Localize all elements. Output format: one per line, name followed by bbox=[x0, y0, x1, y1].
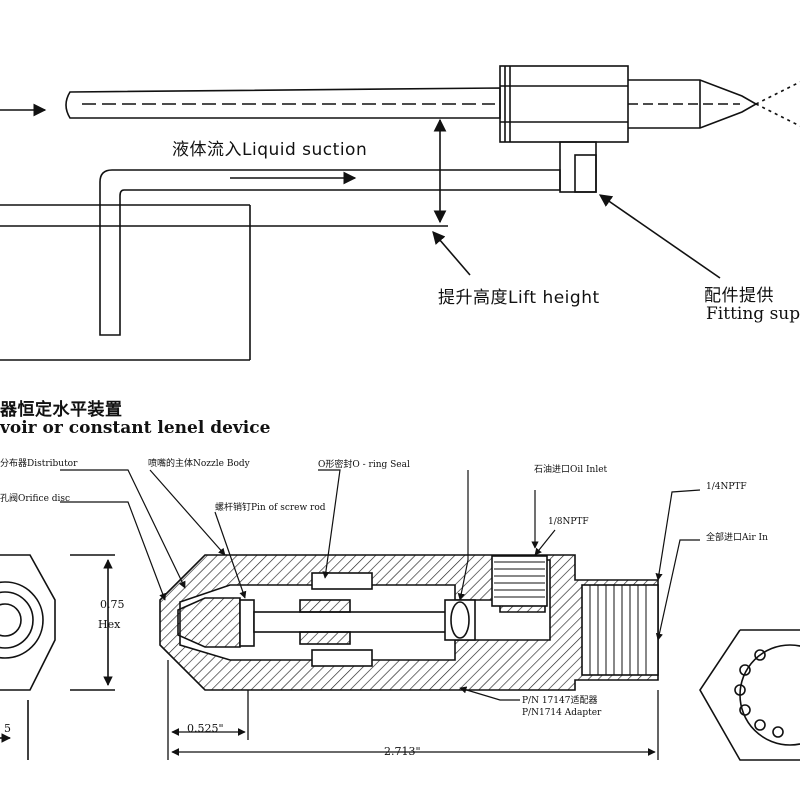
hex-unit-label: Hex bbox=[98, 618, 121, 631]
liquid-suction-label: 液体流入Liquid suction bbox=[172, 140, 368, 160]
air-inlet-label: 全部进口Air In bbox=[706, 533, 768, 543]
bottom-pocket bbox=[311, 649, 373, 667]
oil-inlet-label: 石油进口Oil Inlet bbox=[534, 465, 608, 475]
left-hex bbox=[0, 554, 56, 691]
nozzle-body-label: 喷嘴的主体Nozzle Body bbox=[148, 459, 250, 469]
fitting-cn-label: 配件提供 bbox=[704, 286, 774, 306]
top-assembly bbox=[0, 65, 800, 361]
oring-seal-label: O形密封O - ring Seal bbox=[318, 460, 410, 470]
lift-height-label: 提升高度Lift height bbox=[438, 288, 600, 308]
bottom-dimensions bbox=[167, 660, 659, 760]
fitting-en-label: Fitting sup bbox=[706, 304, 800, 324]
dim-2713-label: 2.713" bbox=[384, 745, 421, 758]
adapter-en-label: P/N1714 Adapter bbox=[522, 708, 602, 718]
fitting-leader bbox=[598, 194, 721, 279]
fitting-block bbox=[559, 141, 597, 193]
hex-nut bbox=[499, 65, 629, 143]
main-tube bbox=[65, 87, 501, 119]
left-end-view bbox=[0, 554, 115, 760]
adapter-cn-label: P/N 17147适配器 bbox=[522, 696, 598, 706]
device-en-label: voir or constant lenel device bbox=[0, 418, 271, 438]
suction-tube bbox=[99, 169, 561, 336]
right-hex bbox=[699, 629, 800, 761]
top-pocket bbox=[311, 572, 373, 590]
left-circle-outer bbox=[0, 581, 44, 659]
npt-big-label: 1/4NPTF bbox=[706, 482, 747, 492]
air-inlet-bore bbox=[581, 584, 659, 676]
section-view bbox=[159, 554, 659, 691]
orifice-disc bbox=[239, 599, 255, 647]
hex-value-label: 0.75 bbox=[100, 598, 125, 611]
pin-screw-label: 螺杆销钉Pin of screw rod bbox=[215, 503, 326, 513]
screw-rod bbox=[253, 611, 455, 633]
distributor-label: 分布器Distributor bbox=[0, 459, 78, 469]
left-circle-mid bbox=[0, 591, 34, 649]
right-end-view bbox=[699, 629, 800, 761]
leader-lines bbox=[60, 469, 701, 701]
spray-lower bbox=[755, 103, 800, 127]
dim-left-label: 5 bbox=[4, 722, 11, 735]
oil-inlet-thread bbox=[491, 555, 548, 607]
npt-small-label: 1/8NPTF bbox=[548, 517, 589, 527]
spray-upper bbox=[755, 81, 800, 105]
left-circle-inner bbox=[0, 603, 22, 637]
distributor-insert bbox=[177, 597, 241, 648]
device-cn-label: 器恒定水平装置 bbox=[0, 400, 123, 420]
lift-height-leader bbox=[432, 231, 471, 276]
dim-0525-label: 0.525" bbox=[187, 722, 224, 735]
right-circle bbox=[739, 644, 800, 746]
orifice-label: 孔阀Orifice disc bbox=[0, 494, 71, 504]
